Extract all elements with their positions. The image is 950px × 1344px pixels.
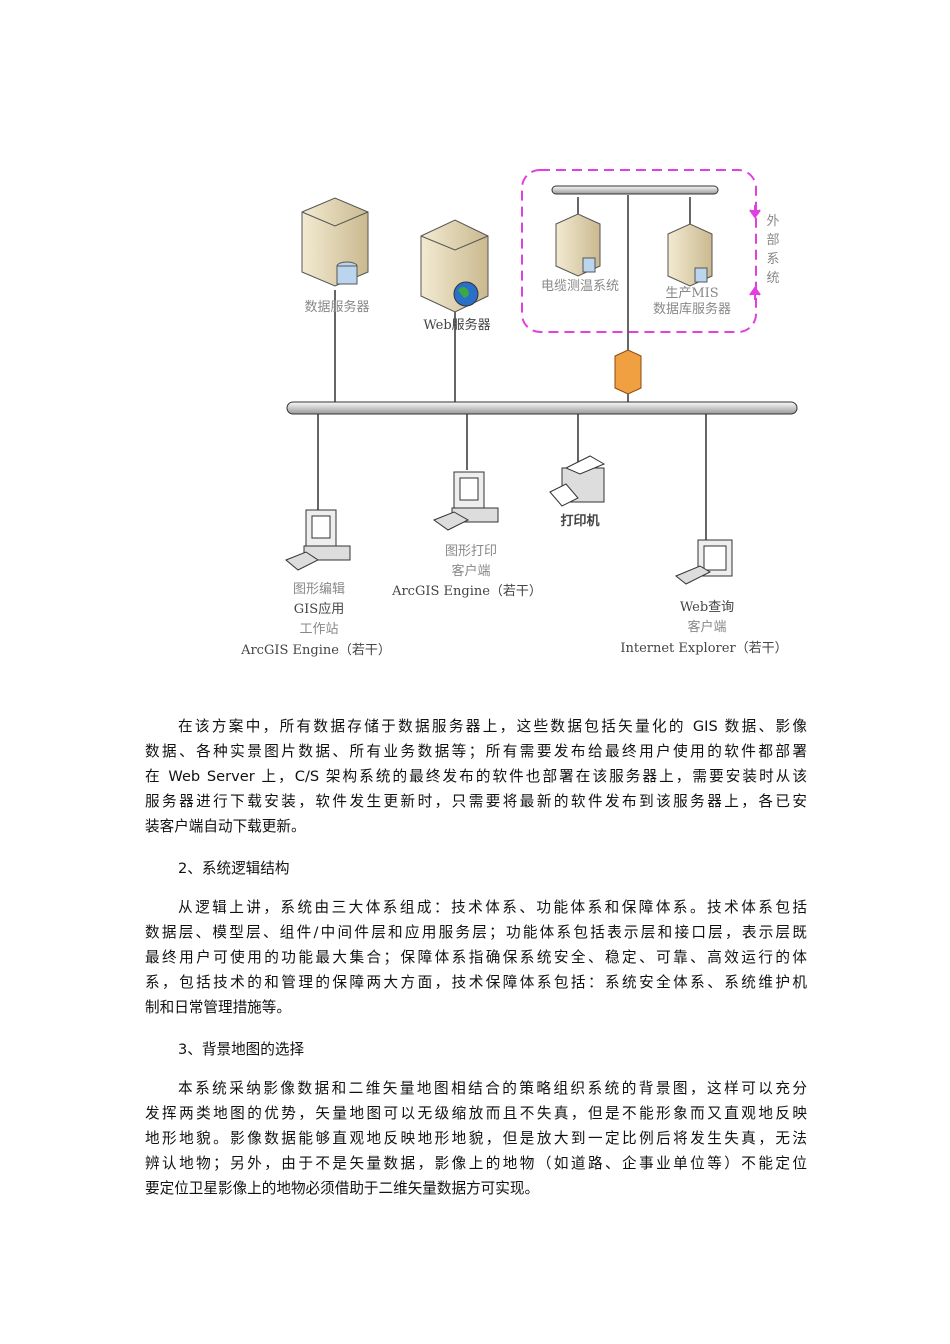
svg-text:系: 系 (766, 252, 779, 267)
svg-text:统: 统 (766, 271, 779, 286)
svg-text:部: 部 (766, 233, 779, 248)
svg-text:GIS应用: GIS应用 (294, 601, 344, 617)
print-client-icon (432, 471, 499, 531)
web-client-icon (675, 539, 733, 585)
data-server-icon (301, 197, 369, 287)
svg-text:外: 外 (766, 214, 779, 229)
printer-label: 打印机 (560, 513, 599, 529)
mis-server-icon (667, 223, 713, 287)
network-architecture-diagram: 数据服务器 Web服务器 电缆测温系统 生产MIS 数据库服务器 外 部 系 统… (240, 169, 798, 658)
edit-workstation-label: 图形编辑 GIS应用 工作站 ArcGIS Engine（若干） (240, 582, 391, 658)
svg-text:Internet Explorer（若干）: Internet Explorer（若干） (620, 640, 787, 656)
section-heading-3: 3、背景地图的选择 (178, 1041, 305, 1058)
print-client-label: 图形打印 客户端 ArcGIS Engine（若干） (391, 544, 542, 599)
svg-text:工作站: 工作站 (299, 622, 338, 637)
data-server-label: 数据服务器 (304, 299, 369, 315)
printer-icon (549, 455, 606, 507)
svg-text:客户端: 客户端 (451, 563, 490, 579)
svg-text:ArcGIS Engine（若干）: ArcGIS Engine（若干） (240, 642, 391, 658)
section-heading-2: 2、系统逻辑结构 (178, 860, 290, 877)
firewall-icon (614, 349, 642, 395)
dashed-external-box (521, 169, 757, 333)
svg-text:客户端: 客户端 (687, 619, 726, 635)
mis-label-2: 数据库服务器 (653, 301, 731, 317)
svg-text:图形编辑: 图形编辑 (293, 582, 345, 597)
external-system-label: 外 部 系 统 (766, 214, 779, 286)
paragraph-deployment: 在该方案中，所有数据存储于数据服务器上，这些数据包括矢量化的 GIS 数据、影像… (145, 718, 807, 835)
main-network-bus (286, 401, 798, 415)
svg-text:Web查询: Web查询 (680, 600, 734, 615)
web-server-label: Web服务器 (423, 317, 490, 333)
arrow-down-icon (749, 205, 761, 219)
svg-text:图形打印: 图形打印 (445, 544, 497, 559)
svg-text:ArcGIS Engine（若干）: ArcGIS Engine（若干） (391, 583, 542, 599)
paragraph-background-map: 本系统采纳影像数据和二维矢量地图相结合的策略组织系统的背景图，这样可以充分 发挥… (145, 1080, 807, 1197)
web-server-icon (420, 219, 489, 313)
web-client-label: Web查询 客户端 Internet Explorer（若干） (620, 600, 787, 656)
arrow-up-icon (749, 286, 761, 300)
external-bus (551, 185, 719, 195)
edit-workstation-icon (285, 509, 351, 571)
cable-system-server-icon (555, 213, 601, 277)
paragraph-logic-structure: 从逻辑上讲，系统由三大体系组成：技术体系、功能体系和保障体系。技术体系包括 数据… (145, 899, 807, 1016)
mis-label-1: 生产MIS (665, 286, 718, 301)
cable-system-label: 电缆测温系统 (541, 278, 619, 294)
